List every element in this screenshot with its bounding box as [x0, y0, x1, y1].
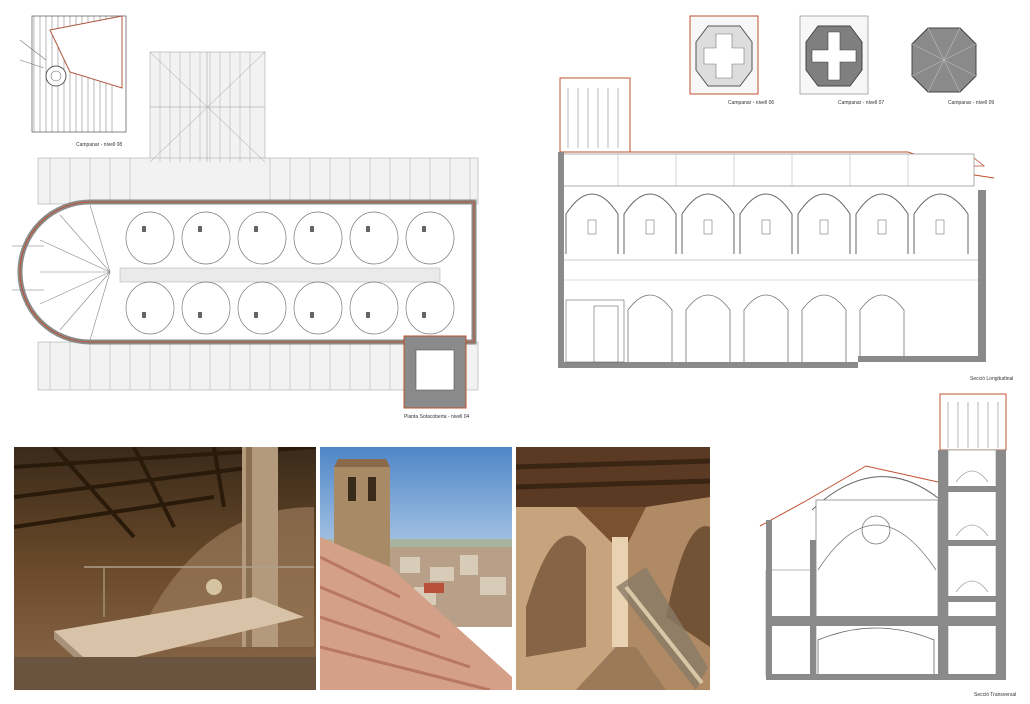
- caption-planta-sotacoberta: Planta Sotacoberta - nivell 04: [404, 414, 470, 420]
- photo-tower-roof-view: [320, 447, 512, 690]
- bell-tower-plan-level-06: [686, 12, 762, 98]
- caption-campanar-07: Campanar - nivell 07: [838, 100, 885, 106]
- caption-campanar-06: Campanar - nivell 06: [728, 100, 775, 106]
- caption-seccio-longitudinal: Secció Longitudinal: [970, 376, 1014, 382]
- longitudinal-section: [548, 74, 998, 374]
- bell-tower-plan-level-07: [796, 12, 872, 98]
- caption-campanar-08: Campanar - nivell 08: [76, 142, 123, 148]
- bell-tower-plan-level-08: [10, 10, 130, 140]
- photo-arched-gallery: [516, 447, 710, 690]
- caption-campanar-09: Campanar - nivell 09: [948, 100, 995, 106]
- bell-tower-plan-level-09: [906, 22, 982, 98]
- floor-plan-sotacoberta: [10, 50, 480, 410]
- photo-attic-interior: [14, 447, 316, 690]
- transversal-section: [756, 390, 1020, 690]
- caption-seccio-transversal: Secció Transversal: [974, 692, 1017, 698]
